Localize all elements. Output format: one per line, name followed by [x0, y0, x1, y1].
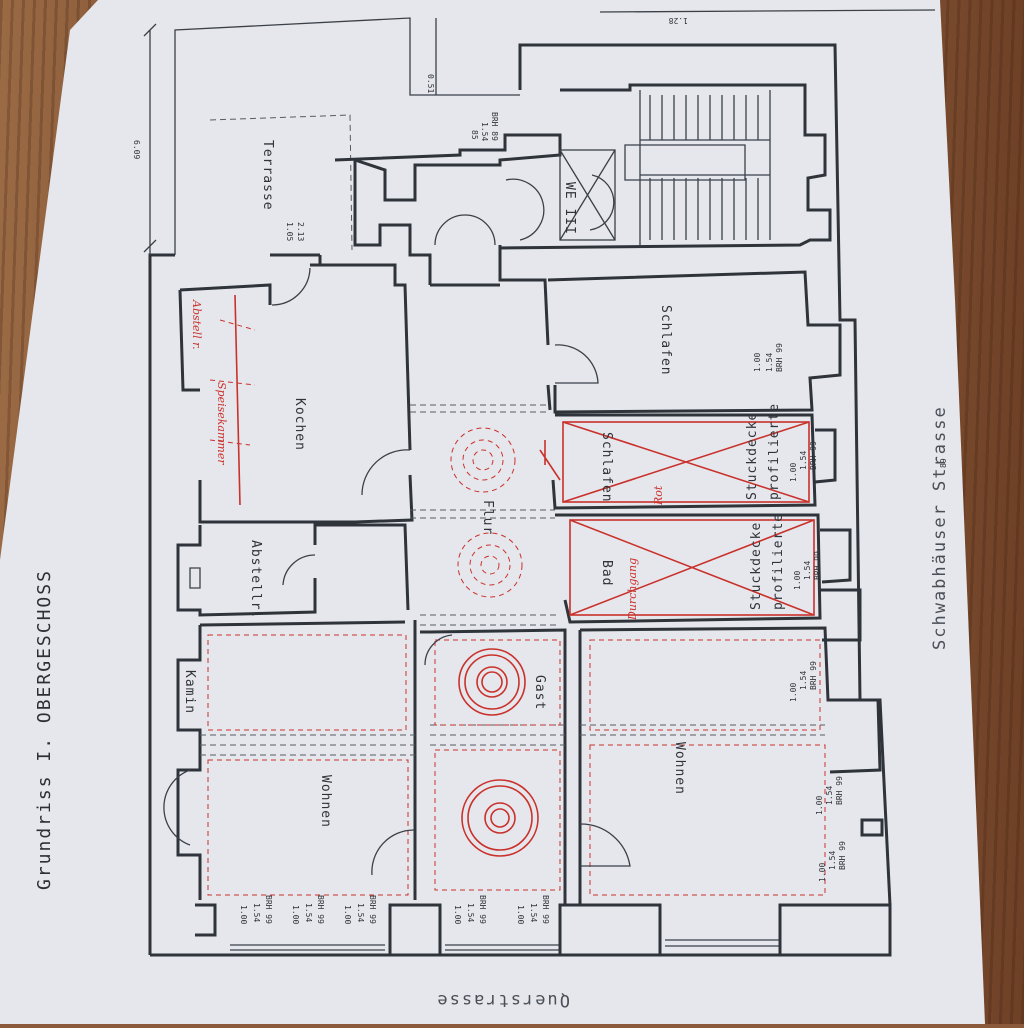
dim-brh-e: BRH 99 [541, 895, 550, 924]
dim-right-7: 1.00 [793, 571, 802, 590]
room-label-kochen: Kochen [292, 398, 307, 451]
dim-right-9: BRH 99 [813, 551, 822, 580]
ceiling-note-upper-2: Stuckdecke [745, 412, 760, 500]
dim-1-54-c: 1.54 [356, 903, 365, 922]
red-ceiling-outlines [207, 634, 826, 896]
dim-1-00-e: 1.00 [516, 905, 525, 924]
door-swings [163, 174, 631, 876]
room-label-abstellr: Abstellr. [248, 540, 263, 619]
stucco-cross-lower [569, 519, 815, 616]
dim-right-num: 89 [939, 458, 948, 468]
dim-1-00-c: 1.00 [343, 905, 352, 924]
room-label-schlafen-small: Schlafen [599, 432, 614, 503]
dim-1-54-b: 1.54 [304, 903, 313, 922]
dim-terrace-door-1: 1.05 [285, 222, 294, 241]
dim-stair-1: 85 [470, 130, 479, 140]
dim-right-2: 1.54 [765, 353, 774, 372]
dim-1-54-d: 1.54 [466, 903, 475, 922]
dim-top-right: 1.28 [669, 16, 688, 25]
dim-right-5: 1.54 [799, 451, 808, 470]
dim-brh-c: BRH 99 [368, 895, 377, 924]
stucco-cross-upper [562, 421, 810, 503]
dim-stair-2: 1.54 [480, 122, 489, 141]
dim-right-13: 1.00 [815, 796, 824, 815]
ceiling-note-lower-1: profilierte [771, 513, 786, 610]
handwritten-abstellraum: Abstell r. [190, 299, 203, 350]
dim-brh-b: BRH 99 [316, 895, 325, 924]
dim-right-11: 1.54 [799, 671, 808, 690]
dim-right-10: 1.00 [789, 683, 798, 702]
room-label-bad: Bad [599, 560, 614, 586]
handwritten-rot: Rot [652, 485, 665, 506]
dim-right-18: BRH 99 [838, 841, 847, 870]
dim-1-54-a: 1.54 [252, 903, 261, 922]
room-label-wohnen-left: Wohnen [318, 775, 333, 828]
handwritten-speisekammer: Speisekammer [215, 382, 228, 465]
ceiling-note-lower-2: Stuckdecke [749, 522, 764, 610]
dim-stair-3: BRH 89 [490, 112, 499, 141]
plan-title: Grundriss I. OBERGESCHOSS [34, 569, 55, 890]
stucco-rosettes [450, 427, 539, 857]
dim-1-00-a: 1.00 [239, 905, 248, 924]
room-label-kamin: Kamin [182, 670, 197, 714]
dim-brh-a: BRH 99 [264, 895, 273, 924]
dim-right-6: BRH 99 [809, 441, 818, 470]
dimension-labels: 1.00 1.54 BRH 99 1.00 1.54 BRH 99 1.00 1… [132, 16, 948, 924]
dim-right-15: BRH 99 [835, 776, 844, 805]
dim-1-54-e: 1.54 [529, 903, 538, 922]
room-label-wohnen-right: Wohnen [672, 742, 687, 795]
dim-terrace-door-2: 2.13 [296, 222, 305, 241]
ceiling-note-upper-1: profilierte [767, 403, 782, 500]
street-schwabhaeuser: Schwabhäuser Strasse [930, 405, 950, 650]
dim-1-00-b: 1.00 [291, 905, 300, 924]
plaster-lines [200, 404, 825, 756]
dim-right-3: BRH 99 [775, 343, 784, 372]
dim-right-12: BRH 99 [809, 661, 818, 690]
dim-top-small: 0.51 [426, 74, 435, 93]
dim-left-width: 6.09 [132, 140, 141, 159]
street-querstrasse: Querstrasse [435, 990, 570, 1010]
dim-1-00-d: 1.00 [453, 905, 462, 924]
label-we-iii: WE III [562, 182, 577, 235]
handwritten-durchgang: Durchgang [626, 558, 639, 621]
dim-right-14: 1.54 [825, 786, 834, 805]
room-label-flur: Flur [480, 500, 495, 535]
room-label-terrasse: Terrasse [260, 140, 275, 211]
room-label-gast: Gast [532, 675, 547, 710]
dim-right-8: 1.54 [803, 561, 812, 580]
room-label-schlafen-large: Schlafen [658, 305, 673, 376]
dim-brh-d: BRH 99 [478, 895, 487, 924]
dimension-lines [143, 9, 936, 255]
dim-right-16: 1.00 [818, 863, 827, 882]
dim-right-4: 1.00 [789, 463, 798, 482]
red-sketch-lines [209, 294, 561, 506]
paper [0, 0, 985, 1024]
dim-right-17: 1.54 [828, 851, 837, 870]
internal-walls [176, 83, 884, 905]
dim-right-1: 1.00 [753, 353, 762, 372]
